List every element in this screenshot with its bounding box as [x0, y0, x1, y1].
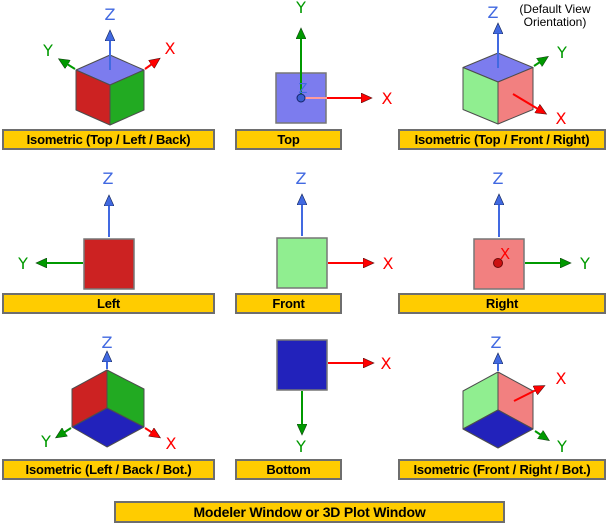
cube-bottom-face — [71, 407, 145, 448]
z-axis-label: Z — [103, 169, 114, 188]
x-axis-label: X — [383, 254, 394, 273]
view-label-bottom: Bottom — [235, 459, 342, 480]
z-axis-label: Z — [105, 5, 116, 24]
z-axis-label: Z — [491, 333, 502, 352]
y-axis-label: Y — [579, 254, 590, 273]
y-axis-line — [64, 427, 72, 433]
y-axis-label: Y — [556, 43, 567, 62]
view-label-left: Left — [2, 293, 215, 314]
left-face-square — [83, 238, 135, 290]
view-front: Z X — [276, 169, 394, 289]
y-axis-label: Y — [295, 437, 306, 456]
z-axis-label: Z — [102, 333, 113, 352]
y-axis-label: Y — [556, 437, 567, 456]
annotation-line-1: (Default View — [519, 2, 591, 16]
view-iso-top-front-right: Z Y X — [462, 3, 567, 128]
view-bottom: X Y — [276, 339, 392, 456]
view-iso-front-right-bot: Z X Y — [462, 333, 567, 456]
view-top: Z Y X — [275, 0, 393, 124]
z-axis-dot — [296, 93, 306, 103]
x-axis-label: X — [382, 89, 393, 108]
y-axis-label: Y — [40, 432, 51, 451]
x-axis-label: X — [556, 369, 567, 388]
view-label-right: Right — [398, 293, 606, 314]
z-axis-label: Z — [493, 169, 504, 188]
footer-label: Modeler Window or 3D Plot Window — [114, 501, 505, 523]
view-label-iso-front-right-bot: Isometric (Front / Right / Bot.) — [398, 459, 606, 480]
view-left: Z Y — [17, 169, 135, 290]
front-face-square — [276, 237, 328, 289]
y-axis-line — [533, 62, 540, 67]
z-axis-label: Z — [488, 3, 499, 22]
x-axis-label: X — [500, 245, 510, 263]
default-view-annotation: (Default View Orientation) — [500, 3, 610, 29]
view-iso-top-left-back: Z Y X — [42, 5, 176, 126]
cube-bottom-face — [462, 409, 534, 449]
y-axis-line — [67, 64, 76, 70]
view-label-iso-top-left-back: Isometric (Top / Left / Back) — [2, 129, 215, 150]
view-label-iso-top-front-right: Isometric (Top / Front / Right) — [398, 129, 606, 150]
x-axis-label: X — [381, 354, 392, 373]
cube-back-face — [109, 69, 145, 126]
view-label-iso-left-back-bot: Isometric (Left / Back / Bot.) — [2, 459, 215, 480]
z-axis-label: Z — [296, 169, 307, 188]
x-axis-label: X — [165, 39, 176, 58]
view-right: X Z Y — [473, 169, 590, 290]
view-label-top: Top — [235, 129, 342, 150]
view-label-front: Front — [235, 293, 342, 314]
x-axis-line — [512, 93, 538, 109]
x-axis-label: X — [166, 434, 177, 453]
x-axis-dot — [493, 258, 503, 268]
x-axis-line — [513, 390, 536, 402]
z-axis-label: Z — [299, 82, 308, 97]
y-axis-label: Y — [17, 254, 28, 273]
x-axis-label: X — [556, 109, 567, 128]
view-iso-left-back-bot: Z Y X — [40, 333, 176, 453]
y-axis-label: Y — [295, 0, 306, 17]
annotation-line-2: Orientation) — [523, 15, 587, 29]
bottom-face-square — [276, 339, 328, 391]
y-axis-label: Y — [42, 41, 53, 60]
y-axis-line — [534, 430, 541, 435]
x-axis-line — [144, 427, 152, 433]
x-axis-line — [144, 64, 152, 70]
